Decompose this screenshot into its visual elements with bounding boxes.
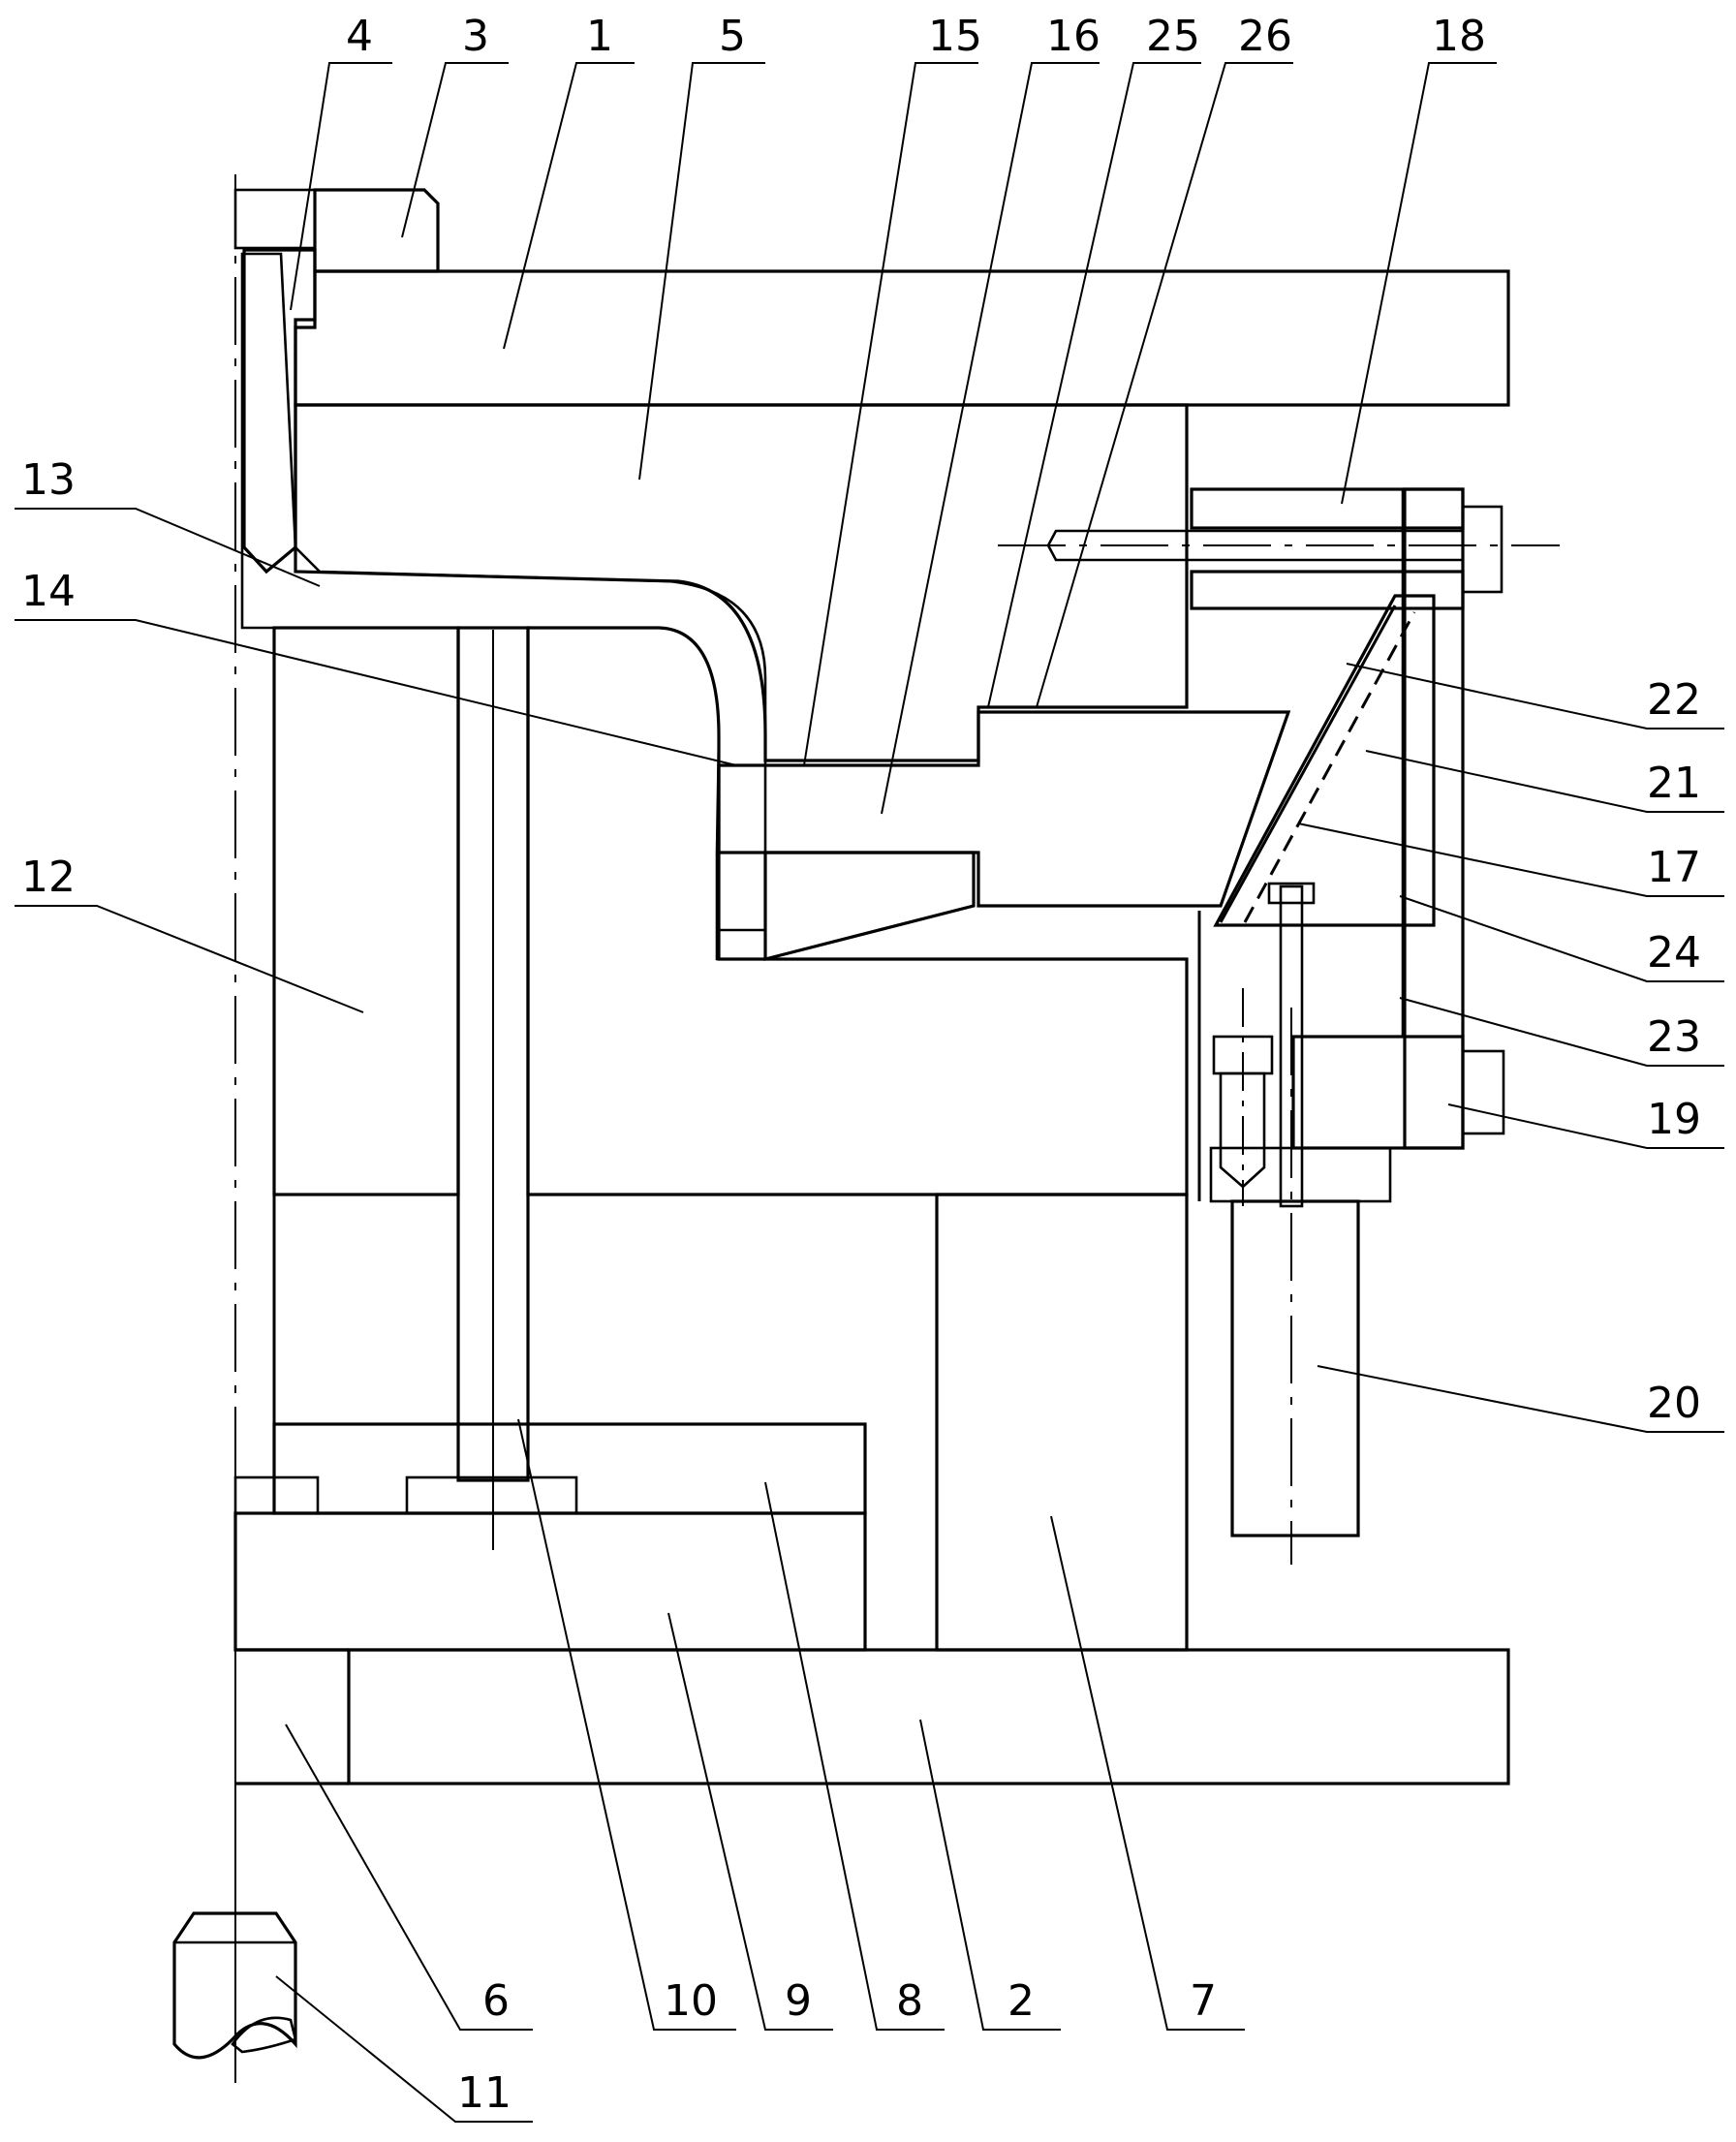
part-16-slider bbox=[719, 712, 1288, 906]
side-lower-frame bbox=[1211, 1148, 1390, 1201]
part-21-wedge-block bbox=[1216, 596, 1434, 925]
part-13-plastic-product bbox=[242, 254, 765, 959]
label-21: 21 bbox=[1647, 759, 1701, 808]
pin-head-left bbox=[235, 1477, 318, 1513]
label-16: 16 bbox=[1046, 12, 1100, 61]
part-19-tab bbox=[1463, 1051, 1504, 1133]
label-17: 17 bbox=[1647, 843, 1701, 892]
part-16-slider-lower bbox=[765, 853, 974, 959]
label-12: 12 bbox=[21, 853, 76, 902]
part-8-retainer-plate bbox=[274, 1424, 865, 1513]
label-8: 8 bbox=[896, 1976, 923, 2026]
label-5: 5 bbox=[719, 12, 746, 61]
label-20: 20 bbox=[1647, 1379, 1701, 1428]
label-24: 24 bbox=[1647, 928, 1701, 978]
label-10: 10 bbox=[664, 1976, 718, 2026]
part-19-side-bottom-block bbox=[1293, 1037, 1463, 1148]
pin-head-center bbox=[407, 1477, 576, 1513]
part-3-locating-ring bbox=[315, 190, 438, 271]
label-4: 4 bbox=[346, 12, 373, 61]
label-9: 9 bbox=[785, 1976, 812, 2026]
part-18-side-top-plate bbox=[1192, 489, 1463, 528]
label-11: 11 bbox=[457, 2068, 512, 2118]
label-19: 19 bbox=[1647, 1095, 1701, 1144]
label-2: 2 bbox=[1008, 1976, 1035, 2026]
part-7-support-block bbox=[937, 1195, 1187, 1650]
part-18-side-plate-2 bbox=[1192, 572, 1463, 608]
part-9-ejector-plate bbox=[235, 1513, 865, 1650]
label-22: 22 bbox=[1647, 675, 1701, 725]
label-14: 14 bbox=[21, 567, 76, 616]
label-3: 3 bbox=[462, 12, 489, 61]
part-1-top-plate bbox=[295, 271, 1508, 405]
part-20-cylinder bbox=[1232, 1201, 1358, 1536]
leader-lines bbox=[15, 63, 1724, 2122]
label-25: 25 bbox=[1146, 12, 1200, 61]
label-13: 13 bbox=[21, 455, 76, 505]
bolt-head bbox=[1463, 507, 1502, 592]
label-23: 23 bbox=[1647, 1012, 1701, 1062]
locating-ring-opening bbox=[235, 190, 315, 248]
label-18: 18 bbox=[1432, 12, 1486, 61]
part-12-core-insert bbox=[274, 628, 458, 1195]
label-7: 7 bbox=[1190, 1976, 1217, 2026]
part-5-cavity-plate bbox=[295, 405, 1187, 761]
label-26: 26 bbox=[1238, 12, 1292, 61]
label-15: 15 bbox=[928, 12, 982, 61]
part-4-sprue-bushing bbox=[244, 250, 315, 572]
label-6: 6 bbox=[482, 1976, 510, 2026]
label-1: 1 bbox=[586, 12, 613, 61]
part-22-angle-pin bbox=[1221, 605, 1395, 922]
